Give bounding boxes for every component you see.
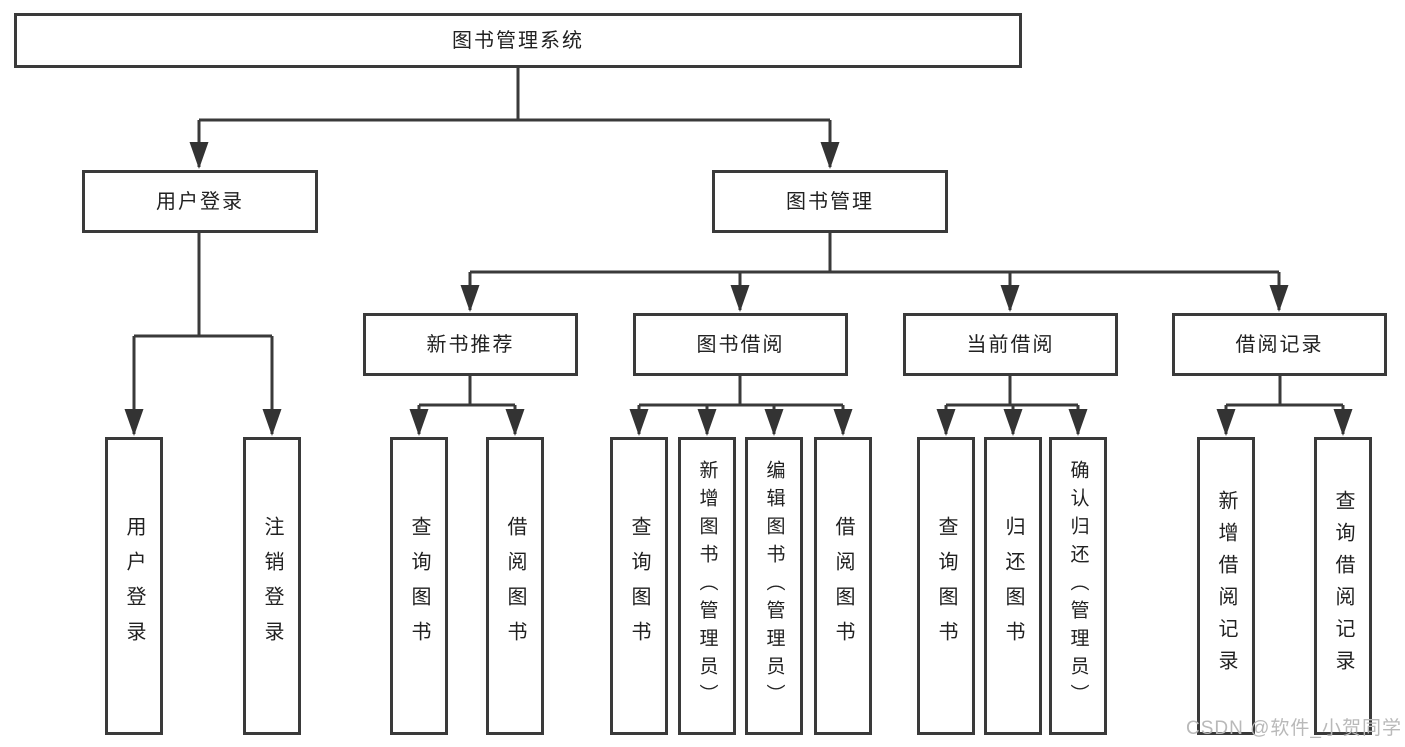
- node-label: 查询图书: [408, 516, 430, 656]
- node-book-borrow: 图书借阅: [633, 313, 848, 376]
- leaf-logout: 注销登录: [243, 437, 301, 735]
- node-user-login-module: 用户登录: [82, 170, 318, 233]
- node-label: 用户登录: [123, 516, 145, 656]
- node-label: 注销登录: [261, 516, 283, 656]
- leaf-query-books-borrow: 查询图书: [610, 437, 668, 735]
- node-label: 查询图书: [628, 516, 650, 656]
- node-label: 新增借阅记录: [1215, 490, 1237, 682]
- node-current-borrow: 当前借阅: [903, 313, 1118, 376]
- node-label: 图书借阅: [696, 333, 785, 356]
- node-label: 归还图书: [1002, 516, 1024, 656]
- node-label: 确认归还（管理员）: [1067, 460, 1089, 712]
- watermark-text: CSDN @软件_小贺同学: [1186, 718, 1402, 739]
- node-label: 查询借阅记录: [1332, 490, 1354, 682]
- leaf-borrow-books-recommend: 借阅图书: [486, 437, 544, 735]
- node-label: 图书管理系统: [452, 29, 584, 52]
- leaf-query-books-recommend: 查询图书: [390, 437, 448, 735]
- leaf-borrow-book: 借阅图书: [814, 437, 872, 735]
- node-label: 查询图书: [935, 516, 957, 656]
- leaf-user-login: 用户登录: [105, 437, 163, 735]
- node-label: 当前借阅: [966, 333, 1055, 356]
- leaf-edit-book-admin: 编辑图书（管理员）: [745, 437, 803, 735]
- leaf-add-borrow-record: 新增借阅记录: [1197, 437, 1255, 735]
- node-label: 用户登录: [156, 190, 244, 213]
- node-label: 新书推荐: [426, 333, 515, 356]
- node-label: 借阅图书: [504, 516, 526, 656]
- leaf-query-books-current: 查询图书: [917, 437, 975, 735]
- leaf-query-borrow-record: 查询借阅记录: [1314, 437, 1372, 735]
- node-book-management-module: 图书管理: [712, 170, 948, 233]
- node-borrow-records: 借阅记录: [1172, 313, 1387, 376]
- node-label: 借阅图书: [832, 516, 854, 656]
- node-root-system: 图书管理系统: [14, 13, 1022, 68]
- leaf-return-book: 归还图书: [984, 437, 1042, 735]
- node-label: 图书管理: [786, 190, 874, 213]
- node-new-book-recommend: 新书推荐: [363, 313, 578, 376]
- leaf-add-book-admin: 新增图书（管理员）: [678, 437, 736, 735]
- node-label: 新增图书（管理员）: [696, 460, 718, 712]
- node-label: 编辑图书（管理员）: [763, 460, 785, 712]
- node-label: 借阅记录: [1235, 333, 1324, 356]
- leaf-confirm-return-admin: 确认归还（管理员）: [1049, 437, 1107, 735]
